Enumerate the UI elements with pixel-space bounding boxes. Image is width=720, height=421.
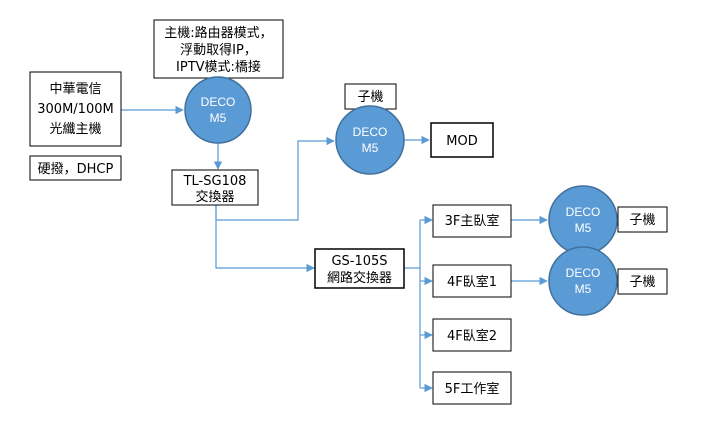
gs-switch-line-2: 網路交換器 [327,270,392,286]
gs-switch-box: GS-105S 網路交換器 [314,248,405,289]
deco-child-top-line-2: M5 [362,141,379,155]
deco-3f-node: DECO M5 [548,185,618,255]
deco-3f-line-2: M5 [575,221,592,235]
gs-switch-line-1: GS-105S [331,254,387,269]
deco-3f-line-1: DECO [566,205,601,219]
cht-modem-line-3: 光纖主機 [49,122,101,137]
room-5f-work-box: 5F工作室 [432,371,512,405]
main-note-line-1: 主機:路由器模式， [164,25,272,41]
dialup-note-box: 硬撥，DHCP [29,155,122,181]
deco-main-line-2: M5 [210,111,227,125]
tl-switch-box: TL-SG108 交換器 [171,169,259,206]
connectors [121,105,548,393]
child-label-3f-box: 子機 [617,206,668,233]
mod-text: MOD [446,134,477,149]
child-label-top-box: 子機 [344,83,397,110]
cht-modem-line-1: 中華電信 [49,82,101,97]
main-note-line-2: 浮動取得IP， [180,42,257,58]
tl-switch-line-1: TL-SG108 [183,174,247,189]
connector-tl-switch-to-gs-switch [215,205,315,273]
room-4f-1-box: 4F臥室1 [432,264,512,298]
deco-child-top-line-1: DECO [353,125,388,139]
room-4f-1-text: 4F臥室1 [447,274,497,290]
dialup-note-text: 硬撥，DHCP [38,162,114,177]
child-label-3f-text: 子機 [629,213,655,228]
deco-4f-line-1: DECO [566,266,601,280]
child-label-4f-box: 子機 [617,268,668,295]
deco-main-line-1: DECO [201,95,236,109]
child-label-4f-text: 子機 [629,275,655,290]
room-4f-2-text: 4F臥室2 [447,328,497,344]
mod-box: MOD [430,122,494,158]
deco-4f-line-2: M5 [575,282,592,296]
deco-4f-node: DECO M5 [548,246,618,316]
main-note-box: 主機:路由器模式， 浮動取得IP， IPTV模式:橋接 [153,19,284,79]
room-4f-2-box: 4F臥室2 [432,318,512,352]
deco-child-top-node: DECO M5 [335,105,405,175]
room-3f-master-box: 3F主臥室 [432,204,512,238]
deco-main-node: DECO M5 [184,76,252,144]
main-note-line-3: IPTV模式:橋接 [176,59,261,75]
room-3f-master-text: 3F主臥室 [445,213,500,229]
cht-modem-line-2: 300M/100M [37,102,113,117]
child-label-top-text: 子機 [357,90,383,105]
cht-modem-box: 中華電信 300M/100M 光纖主機 [29,71,122,147]
tl-switch-line-2: 交換器 [195,189,234,205]
room-5f-work-text: 5F工作室 [445,381,500,397]
